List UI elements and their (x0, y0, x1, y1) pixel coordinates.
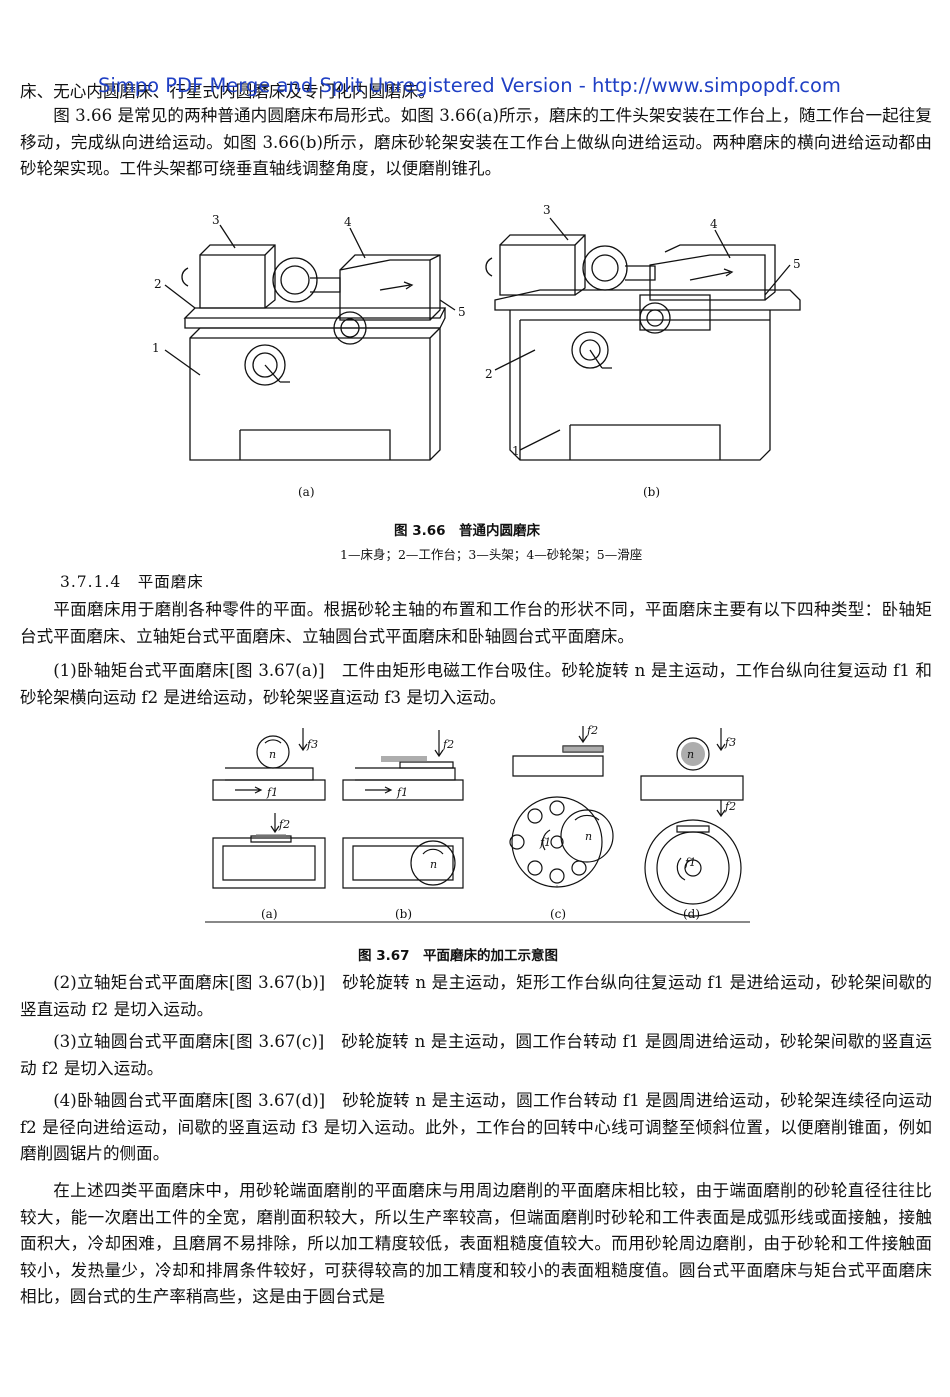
fig367b-f1: f1 (396, 786, 408, 799)
fig366a-label-2: 2 (154, 277, 162, 291)
fig366-sub-b: (b) (643, 485, 660, 499)
fig367c-f1: f1 (539, 836, 551, 849)
fig367d-f3: f3 (724, 736, 736, 749)
fig367d-n: n (687, 748, 694, 761)
fig366a-label-4: 4 (344, 215, 352, 229)
grinder-a-drawing (181, 244, 447, 461)
fig366b-label-5: 5 (793, 257, 801, 271)
fig367a-f1: f1 (266, 786, 278, 799)
fig367d-f2: f2 (724, 800, 736, 813)
fig367-sub-b: (b) (395, 907, 412, 921)
paragraph-type-3: (3)立轴圆台式平面磨床[图 3.67(c)] 砂轮旋转 n 是主运动，圆工作台… (20, 1032, 932, 1078)
diagram-a (212, 728, 326, 889)
fig366a-label-5: 5 (458, 305, 466, 319)
figure-3-67-title: 图 3.67 平面磨床的加工示意图 (358, 948, 559, 964)
paragraph-type-4: (4)卧轴圆台式平面磨床[图 3.67(d)] 砂轮旋转 n 是主运动，圆工作台… (20, 1091, 932, 1164)
figure-3-66-title: 图 3.66 普通内圆磨床 (394, 523, 541, 539)
fig366a-label-1: 1 (152, 341, 160, 355)
fig366b-label-2: 2 (485, 367, 493, 381)
watermark-link[interactable]: Simpo PDF Merge and Split Unregistered V… (98, 74, 841, 97)
paragraph-comparison: 在上述四类平面磨床中，用砂轮端面磨削的平面磨床与用周边磨削的平面磨床相比较，由于… (20, 1181, 932, 1307)
paragraph-intro: 图 3.66 是常见的两种普通内圆磨床布局形式。如图 3.66(a)所示，磨床的… (20, 106, 932, 179)
fig366b-label-4: 4 (710, 217, 718, 231)
fig366-sub-a: (a) (298, 485, 315, 499)
figure-3-66-legend: 1—床身；2—工作台；3—头架；4—砂轮架；5—滑座 (340, 547, 643, 562)
fig367d-f1: f1 (684, 856, 696, 869)
fig367a-f2: f2 (278, 818, 290, 831)
paragraph-type-1: (1)卧轴矩台式平面磨床[图 3.67(a)] 工件由矩形电磁工作台吸住。砂轮旋… (20, 661, 932, 707)
section-heading: 3.7.1.4 平面磨床 (60, 573, 204, 591)
grinder-b-drawing (485, 234, 801, 461)
fig367b-f2: f2 (442, 738, 454, 751)
fig366b-label-3: 3 (543, 203, 551, 217)
paragraph-surface-grinders: 平面磨床用于磨削各种零件的平面。根据砂轮主轴的布置和工作台的形状不同，平面磨床主… (20, 600, 932, 646)
figure-3-67: n f3 f1 f2 f2 f1 n f2 f1 n n f3 f2 f1 (a… (205, 724, 750, 923)
fig367-sub-d: (d) (683, 907, 700, 921)
paragraph-type-2: (2)立轴矩台式平面磨床[图 3.67(b)] 砂轮旋转 n 是主运动，矩形工作… (20, 973, 932, 1019)
diagram-b (342, 730, 464, 889)
fig367c-n: n (585, 830, 592, 843)
fig367-sub-a: (a) (261, 907, 278, 921)
fig366a-label-3: 3 (212, 213, 220, 227)
fig366b-label-1: 1 (512, 444, 520, 458)
fig367a-f3: f3 (306, 738, 318, 751)
fig367c-f2: f2 (586, 724, 598, 737)
continued-text-line: 床、无心内圆磨床、行星式内圆磨床及专门化内圆磨床。 (20, 82, 435, 101)
diagram-d (640, 728, 744, 917)
figure-3-66: 3 4 2 1 5 3 4 5 2 1 (a) (b) (152, 203, 801, 499)
fig367a-n: n (269, 748, 276, 761)
fig367b-n: n (430, 858, 437, 871)
fig367-sub-c: (c) (550, 907, 566, 921)
